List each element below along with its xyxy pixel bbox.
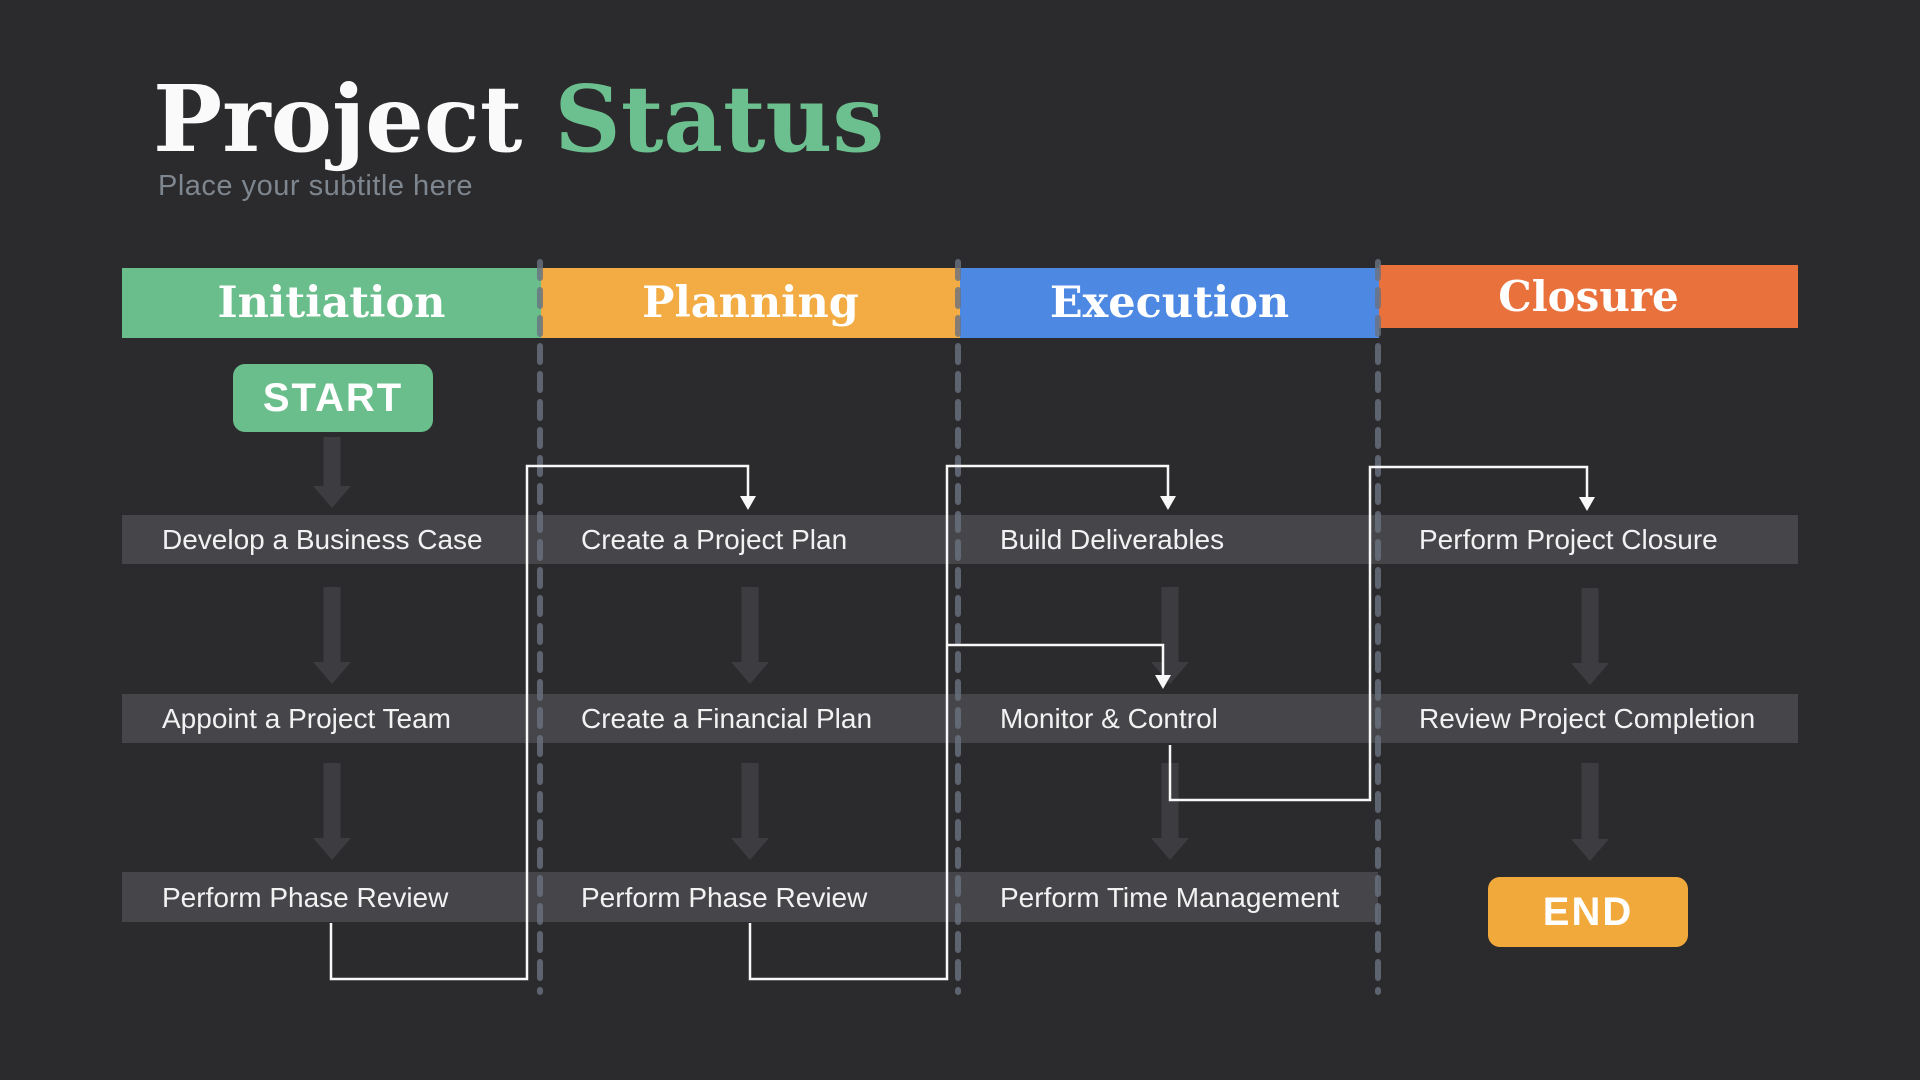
arrowhead-into-build-deliverables — [1160, 496, 1176, 510]
task-review-project-completion: Review Project Completion — [1419, 702, 1756, 734]
arrow-financial-plan-to-phase-review — [731, 763, 769, 860]
arrowhead-into-project-plan — [740, 496, 756, 510]
task-create-project-plan: Create a Project Plan — [581, 523, 848, 555]
task-monitor-and-control: Monitor & Control — [1000, 702, 1218, 734]
arrow-project-team-to-phase-review — [313, 763, 351, 860]
phase-header-execution: Execution — [960, 268, 1379, 338]
connector-riser-to-monitor-control — [947, 643, 1165, 676]
task-perform-phase-review-initiation: Perform Phase Review — [162, 881, 449, 913]
page-subtitle: Place your subtitle here — [158, 170, 474, 202]
arrow-closure-to-review — [1571, 588, 1609, 685]
start-button[interactable]: START — [233, 364, 433, 432]
arrow-deliverables-to-monitor — [1151, 587, 1189, 684]
phase-header-planning: Planning — [541, 268, 960, 338]
arrow-business-case-to-project-team — [313, 587, 351, 684]
arrowhead-into-monitor-control — [1155, 675, 1171, 689]
end-button[interactable]: END — [1488, 877, 1688, 947]
task-create-financial-plan: Create a Financial Plan — [581, 702, 873, 734]
task-build-deliverables: Build Deliverables — [1000, 523, 1225, 555]
task-perform-time-management: Perform Time Management — [1000, 881, 1340, 913]
task-develop-business-case: Develop a Business Case — [162, 523, 483, 555]
phase-header-closure: Closure — [1379, 265, 1798, 328]
task-appoint-project-team: Appoint a Project Team — [162, 702, 451, 734]
arrow-start-to-business-case — [313, 437, 351, 508]
phase-header-initiation: Initiation — [122, 268, 541, 338]
arrow-monitor-to-time-management — [1151, 763, 1189, 860]
title-primary: Project — [153, 65, 523, 173]
arrow-review-to-end — [1571, 763, 1609, 861]
page-title: Project Status — [153, 64, 884, 174]
task-perform-project-closure: Perform Project Closure — [1419, 523, 1718, 555]
arrow-project-plan-to-financial-plan — [731, 587, 769, 684]
arrowhead-into-project-closure — [1579, 497, 1595, 511]
task-perform-phase-review-planning: Perform Phase Review — [581, 881, 868, 913]
title-accent: Status — [554, 65, 885, 173]
